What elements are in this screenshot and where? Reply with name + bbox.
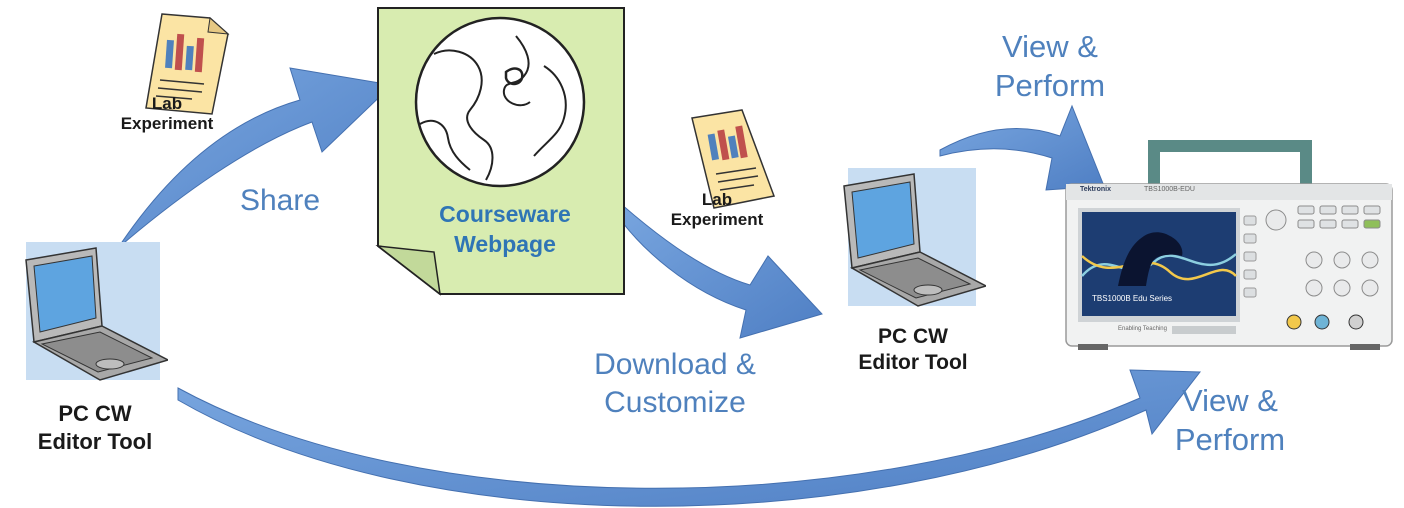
download-label: Download & Customize <box>570 346 780 421</box>
share-label: Share <box>239 184 321 217</box>
oscilloscope-device <box>1065 140 1393 350</box>
document-chart-icon <box>145 13 230 115</box>
laptop-icon <box>843 168 989 307</box>
view-top-label-line1: View & <box>1002 29 1098 64</box>
laptop-icon <box>25 242 171 381</box>
laptop-center-label-line1: PC CW <box>878 325 948 348</box>
doc-left-label-line2: Experiment <box>120 114 214 134</box>
globe-icon <box>414 16 586 188</box>
webpage-label: Courseware Webpage <box>400 200 610 260</box>
webpage-label-line1: Courseware <box>439 201 571 227</box>
webpage-label-line2: Webpage <box>454 230 556 257</box>
laptop-left-label-line1: PC CW <box>58 401 132 426</box>
view-bottom-label-line2: Perform <box>1174 421 1286 457</box>
doc-center-label: Lab Experiment <box>662 190 772 231</box>
courseware-webpage <box>374 6 628 296</box>
view-bottom-label-line1: View & <box>1182 383 1278 418</box>
download-label-line1: Download & <box>594 348 756 381</box>
laptop-left-label: PC CW Editor Tool <box>10 400 180 455</box>
doc-left <box>144 12 230 116</box>
view-bottom-label: View & Perform <box>1140 382 1320 460</box>
laptop-center-label: PC CW Editor Tool <box>828 324 998 377</box>
laptop-center <box>836 168 989 308</box>
doc-left-label: Lab Experiment <box>112 94 222 135</box>
oscilloscope-model: TBS1000B-EDU <box>1144 186 1195 193</box>
view-top-label-line2: Perform <box>994 67 1106 103</box>
doc-left-label-line1: Lab <box>151 94 183 113</box>
download-label-line2: Customize <box>604 385 746 419</box>
download-arrow <box>611 194 823 339</box>
view-top-label: View & Perform <box>960 28 1140 106</box>
view-bottom-arrow <box>177 369 1201 507</box>
oscilloscope-screen-title: TBS1000B Edu Series <box>1092 294 1173 303</box>
laptop-left-label-line2: Editor Tool <box>37 428 153 454</box>
oscilloscope-brand: Tektronix <box>1080 186 1111 193</box>
doc-center-label-line2: Experiment <box>670 210 764 230</box>
laptop-center-label-line2: Editor Tool <box>858 351 968 375</box>
webpage-page-icon <box>375 7 625 296</box>
oscilloscope: Tektronix TBS1000B-EDU TBS1000B Edu Seri… <box>1058 136 1398 354</box>
laptop-left <box>18 242 171 382</box>
oscilloscope-footer: Enabling Teaching <box>1118 326 1167 332</box>
doc-center <box>688 108 778 212</box>
document-chart-icon <box>691 109 776 209</box>
doc-center-label-line1: Lab <box>701 190 733 209</box>
